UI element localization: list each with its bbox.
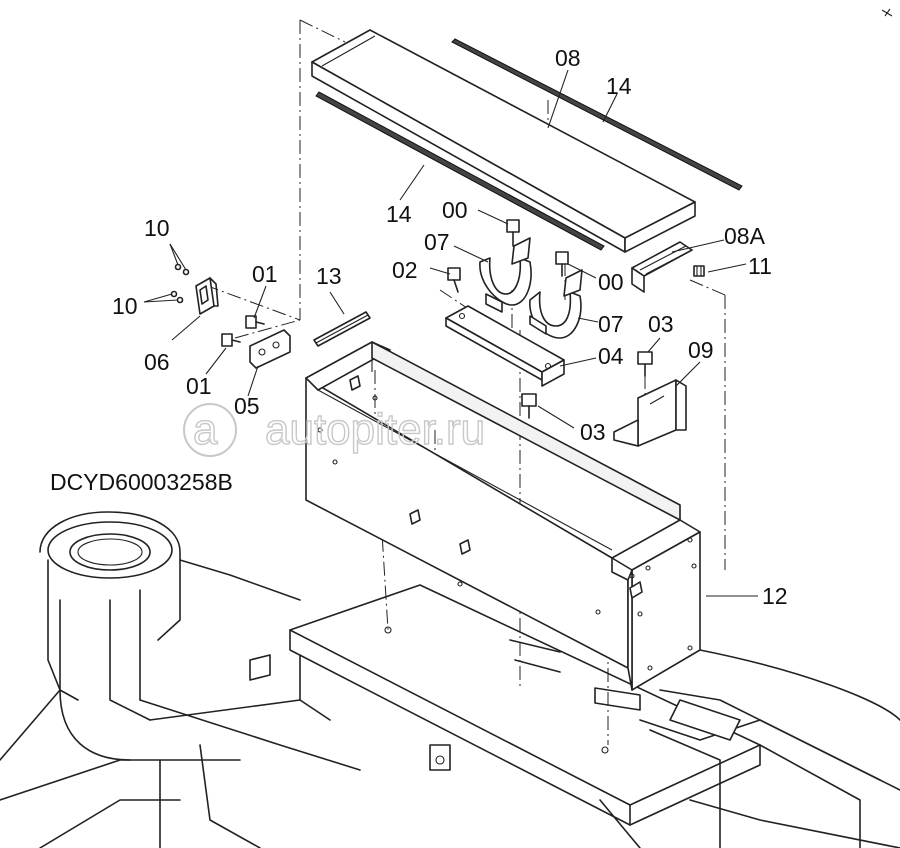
bolt-01-bottom	[221, 333, 241, 347]
bracket-09	[613, 379, 687, 447]
label-12: 12	[762, 583, 788, 609]
label-14-left: 14	[386, 201, 412, 227]
bolt-00-right	[555, 251, 569, 277]
bolt-01-top	[245, 315, 265, 329]
label-07-left: 07	[424, 229, 450, 255]
label-02: 02	[392, 257, 418, 283]
strip-13	[313, 311, 371, 347]
label-03-top: 03	[648, 311, 674, 337]
corner-mark	[881, 8, 893, 17]
label-10-bottom: 10	[112, 293, 138, 319]
label-00-right: 00	[598, 269, 624, 295]
bolt-03-top	[637, 351, 653, 377]
bolt-11	[693, 265, 705, 277]
label-11: 11	[748, 253, 772, 279]
label-00-top: 00	[442, 197, 468, 223]
label-08: 08	[555, 45, 581, 71]
label-04: 04	[598, 343, 624, 369]
watermark-glyph: a	[193, 405, 218, 454]
label-05: 05	[234, 393, 260, 419]
label-14-top: 14	[606, 73, 632, 99]
label-03-mid: 03	[580, 419, 606, 445]
label-08A: 08A	[724, 223, 766, 249]
bracket-04	[445, 305, 565, 387]
screws-10	[170, 263, 190, 304]
label-10-top: 10	[144, 215, 170, 241]
machine-frame	[0, 511, 900, 848]
bolt-03-mid	[521, 393, 537, 419]
watermark-text: autopiter.ru	[265, 405, 485, 454]
label-07-right: 07	[598, 311, 624, 337]
leader-lines	[143, 69, 758, 597]
label-01-top: 01	[252, 261, 278, 287]
drawing-code: DCYD60003258B	[50, 469, 233, 495]
plate-05	[249, 329, 291, 369]
label-01-bottom: 01	[186, 373, 212, 399]
seal-strip-14-left	[315, 91, 605, 251]
bolt-02	[447, 267, 461, 293]
tool-box-12	[305, 341, 701, 691]
latch-06	[195, 277, 219, 315]
bolt-00-top	[506, 219, 520, 247]
watermark: a autopiter.ru	[183, 403, 486, 457]
lid-cover-08	[311, 29, 696, 253]
label-06: 06	[144, 349, 170, 375]
seal-strip-14-top	[451, 38, 743, 191]
hose-clamp-07-right	[529, 269, 583, 339]
label-09: 09	[688, 337, 714, 363]
label-13: 13	[316, 263, 342, 289]
hose-clamp-07-left	[479, 237, 532, 313]
callout-labels: 08 14 14 00 07 00 08A 11 02 07 03 04 09 …	[50, 45, 788, 609]
